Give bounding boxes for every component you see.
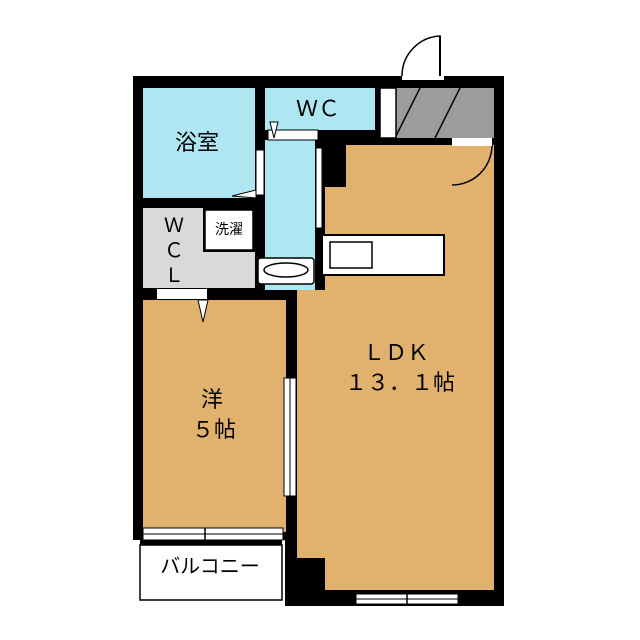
label-western-1: 洋 bbox=[201, 388, 223, 413]
corridor-door bbox=[315, 147, 323, 229]
label-laundry: 洗濯 bbox=[215, 222, 243, 238]
balcony-outline bbox=[139, 544, 283, 601]
label-wcl-2: Ｃ bbox=[164, 238, 184, 262]
western-door-gap bbox=[157, 289, 207, 299]
ldk-floor bbox=[325, 145, 494, 590]
bathroom-door-mark bbox=[231, 189, 257, 199]
pillar-b bbox=[297, 558, 325, 596]
kitchen-sink bbox=[329, 241, 373, 269]
entrance-floor bbox=[380, 88, 494, 138]
label-wc: ＷＣ bbox=[296, 97, 340, 122]
front-door-gap bbox=[402, 72, 444, 80]
laundry-base bbox=[203, 252, 255, 288]
label-ldk-2: １３．１帖 bbox=[345, 371, 455, 396]
wcl-floor bbox=[143, 208, 203, 288]
label-bath: 浴室 bbox=[175, 131, 219, 156]
front-door-swing bbox=[401, 35, 441, 77]
ldk-door-gap bbox=[452, 138, 492, 146]
wc-door bbox=[267, 129, 319, 141]
label-wcl-1: Ｗ bbox=[164, 213, 184, 237]
label-western-2: ５帖 bbox=[192, 418, 236, 443]
western-door-mark bbox=[197, 299, 209, 323]
entrance-step-line-2 bbox=[434, 87, 461, 139]
bathroom-floor bbox=[143, 88, 255, 198]
entrance-step-line-1 bbox=[394, 87, 421, 139]
entrance-shoe-cabinet bbox=[379, 87, 397, 139]
wc-floor bbox=[265, 88, 375, 130]
ldk-lower-floor bbox=[297, 290, 327, 558]
label-ldk-1: ＬＤＫ bbox=[363, 341, 429, 366]
label-wcl-3: Ｌ bbox=[164, 263, 184, 287]
bathroom-door bbox=[255, 149, 265, 196]
ldk-door-swing bbox=[451, 144, 493, 186]
pillar-a bbox=[320, 145, 346, 187]
western-room-floor bbox=[143, 300, 286, 532]
wc-door-mark bbox=[269, 121, 279, 139]
balcony-rail bbox=[140, 540, 282, 545]
sink-basin bbox=[263, 262, 309, 278]
label-balcony: バルコニー bbox=[160, 554, 260, 578]
laundry-area bbox=[204, 209, 254, 251]
